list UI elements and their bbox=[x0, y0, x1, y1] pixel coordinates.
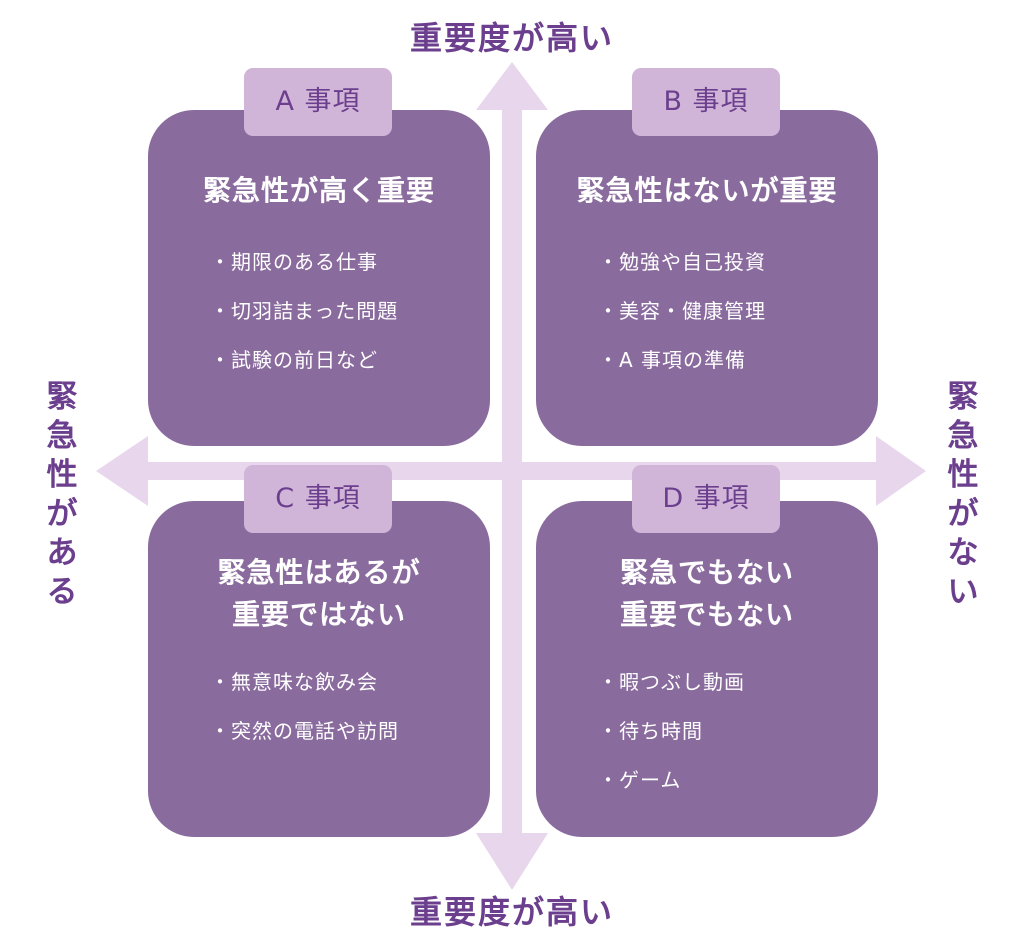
quadrant-item-list: ・無意味な飲み会 ・突然の電話や訪問 bbox=[210, 658, 399, 756]
horizontal-axis-arrow bbox=[96, 436, 926, 506]
list-item: ・突然の電話や訪問 bbox=[210, 719, 399, 743]
axis-label-top: 重要度が高い bbox=[409, 19, 614, 57]
quadrant-item-list: ・期限のある仕事 ・切羽詰まった問題 ・試験の前日など bbox=[210, 238, 398, 385]
quadrant-title: 緊急性はあるが 重要ではない bbox=[148, 552, 490, 636]
quadrant-title-line: 重要ではない bbox=[231, 598, 406, 631]
list-item: ・美容・健康管理 bbox=[598, 299, 766, 323]
list-item: ・期限のある仕事 bbox=[210, 250, 378, 274]
quadrant-tab-c: C 事項 bbox=[244, 465, 392, 533]
quadrant-c: 緊急性はあるが 重要ではない ・無意味な飲み会 ・突然の電話や訪問 bbox=[148, 501, 490, 837]
quadrant-title: 緊急でもない 重要でもない bbox=[536, 552, 878, 636]
axis-label-bottom: 重要度が高い bbox=[409, 893, 614, 931]
quadrant-title-line: 緊急性はないが重要 bbox=[576, 174, 838, 207]
quadrant-title-line: 緊急でもない bbox=[619, 556, 794, 589]
list-item: ・暇つぶし動画 bbox=[598, 670, 745, 694]
axis-label-left: 緊急性がある bbox=[46, 379, 78, 610]
quadrant-tab-d: D 事項 bbox=[632, 465, 780, 533]
quadrant-item-list: ・勉強や自己投資 ・美容・健康管理 ・A 事項の準備 bbox=[598, 238, 766, 385]
quadrant-title-line: 緊急性はあるが bbox=[217, 556, 421, 589]
axis-label-right: 緊急性がない bbox=[947, 379, 979, 610]
quadrant-title: 緊急性が高く重要 bbox=[148, 170, 490, 212]
list-item: ・待ち時間 bbox=[598, 719, 703, 743]
quadrant-title: 緊急性はないが重要 bbox=[536, 170, 878, 212]
quadrant-a: 緊急性が高く重要 ・期限のある仕事 ・切羽詰まった問題 ・試験の前日など bbox=[148, 110, 490, 446]
list-item: ・A 事項の準備 bbox=[598, 348, 747, 372]
list-item: ・ゲーム bbox=[598, 768, 682, 792]
quadrant-item-list: ・暇つぶし動画 ・待ち時間 ・ゲーム bbox=[598, 658, 745, 805]
quadrant-tab-b: B 事項 bbox=[632, 68, 780, 136]
list-item: ・試験の前日など bbox=[210, 348, 378, 372]
quadrant-tab-a: A 事項 bbox=[244, 68, 392, 136]
quadrant-title-line: 緊急性が高く重要 bbox=[202, 174, 435, 207]
list-item: ・勉強や自己投資 bbox=[598, 250, 766, 274]
quadrant-b: 緊急性はないが重要 ・勉強や自己投資 ・美容・健康管理 ・A 事項の準備 bbox=[536, 110, 878, 446]
list-item: ・切羽詰まった問題 bbox=[210, 299, 399, 323]
list-item: ・無意味な飲み会 bbox=[210, 670, 378, 694]
quadrant-d: 緊急でもない 重要でもない ・暇つぶし動画 ・待ち時間 ・ゲーム bbox=[536, 501, 878, 837]
quadrant-title-line: 重要でもない bbox=[619, 598, 794, 631]
